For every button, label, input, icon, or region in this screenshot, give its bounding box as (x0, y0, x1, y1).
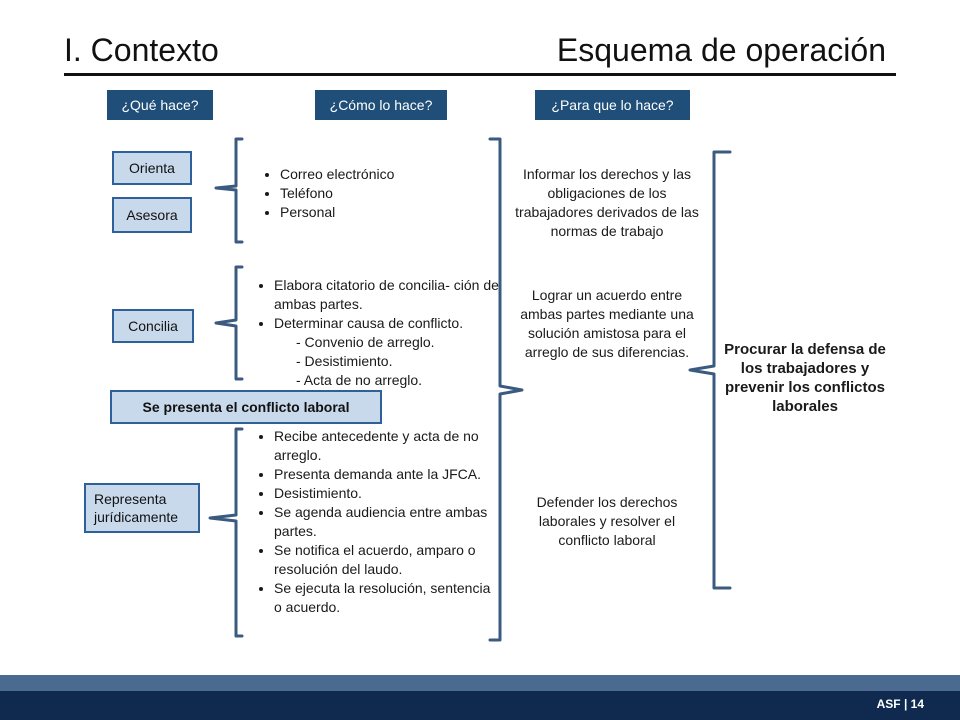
how-3-item: Recibe antecedente y acta de no arreglo. (274, 427, 492, 465)
purpose-2: Lograr un acuerdo entre ambas partes med… (520, 287, 694, 360)
section-title: I. Contexto (64, 32, 219, 68)
how-3-item: Se agenda audiencia entre ambas partes. (274, 503, 492, 541)
bracket-why (488, 137, 524, 642)
how-list-2: Elabora citatorio de concilia- ción de a… (252, 276, 500, 390)
header-how: ¿Cómo lo hace? (315, 90, 447, 120)
footer-band-dark (0, 691, 960, 720)
bracket-how-2 (214, 265, 244, 381)
how-2-subitem: - Desistimiento. (296, 353, 393, 369)
bracket-how-1 (214, 137, 244, 244)
how-3-item: Se ejecuta la resolución, sentencia o ac… (274, 579, 492, 617)
box-representa: Representa jurídicamente (84, 483, 200, 533)
header-why: ¿Para que lo hace? (535, 90, 690, 120)
how-list-1: Correo electrónico Teléfono Personal (258, 165, 458, 222)
slide-title: Esquema de operación (556, 32, 886, 68)
how-3-item: Se notifica el acuerdo, amparo o resoluc… (274, 541, 492, 579)
purpose-1: Informar los derechos y las obligaciones… (515, 166, 699, 239)
how-3-item: Desistimiento. (274, 484, 492, 503)
box-representa-line-2: jurídicamente (94, 509, 179, 525)
box-asesora: Asesora (112, 197, 192, 233)
purpose-3: Defender los derechos laborales y resolv… (536, 494, 678, 548)
box-orienta: Orienta (112, 151, 192, 185)
how-1-item: Personal (280, 203, 458, 222)
footer-page-label: ASF | 14 (876, 697, 924, 711)
header-what: ¿Qué hace? (107, 90, 213, 120)
how-2-item: Elabora citatorio de concilia- ción de a… (274, 276, 500, 314)
how-2-subitem: - Acta de no arreglo. (296, 372, 423, 388)
bracket-goal (688, 150, 732, 590)
footer-band-light (0, 675, 960, 691)
box-representa-line-1: Representa (94, 491, 167, 507)
how-2-item: Determinar causa de conflicto. - Conveni… (274, 314, 500, 390)
how-1-item: Teléfono (280, 184, 458, 203)
title-rule (64, 73, 896, 76)
how-3-item: Presenta demanda ante la JFCA. (274, 465, 492, 484)
how-list-3: Recibe antecedente y acta de no arreglo.… (252, 427, 492, 617)
bracket-how-3 (208, 427, 244, 638)
how-2-subitem: - Convenio de arreglo. (296, 334, 435, 350)
box-conflicto: Se presenta el conflicto laboral (110, 390, 382, 424)
how-1-item: Correo electrónico (280, 165, 458, 184)
goal-text: Procurar la defensa de los trabajadores … (724, 341, 886, 415)
how-2-item-text: Determinar causa de conflicto. (274, 315, 464, 331)
box-concilia: Concilia (112, 309, 194, 343)
